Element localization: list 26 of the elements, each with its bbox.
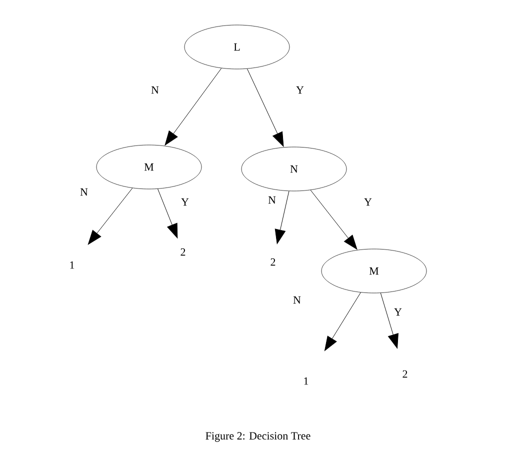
leaf-label: 2 <box>180 248 186 256</box>
arrow <box>380 292 398 349</box>
ellipse-node: N <box>241 146 347 192</box>
edge-label: N <box>80 188 88 196</box>
edge-label: Y <box>181 198 189 206</box>
arrow <box>88 188 133 245</box>
arrow <box>274 190 290 244</box>
leaf-label: 1 <box>70 261 74 269</box>
edge-label: Y <box>364 198 372 206</box>
leaf-label: 1 <box>304 377 308 385</box>
edge-label: Y <box>394 308 402 316</box>
ellipse-node: M <box>96 144 202 190</box>
arrow <box>164 68 222 146</box>
caption: Figure 2: Decision Tree <box>206 432 310 442</box>
ellipse-node: M <box>321 248 427 294</box>
leaf-label: 2 <box>270 258 276 266</box>
edge-label: N <box>268 196 276 204</box>
arrow <box>158 188 178 238</box>
edge-label: Y <box>296 86 304 94</box>
edge-label: N <box>151 86 159 94</box>
arrow <box>310 190 358 250</box>
leaf-label: 2 <box>402 370 408 378</box>
arrow <box>324 292 361 351</box>
arrow <box>246 68 284 147</box>
edge-label: N <box>293 296 301 304</box>
ellipse-node: L <box>184 24 290 70</box>
